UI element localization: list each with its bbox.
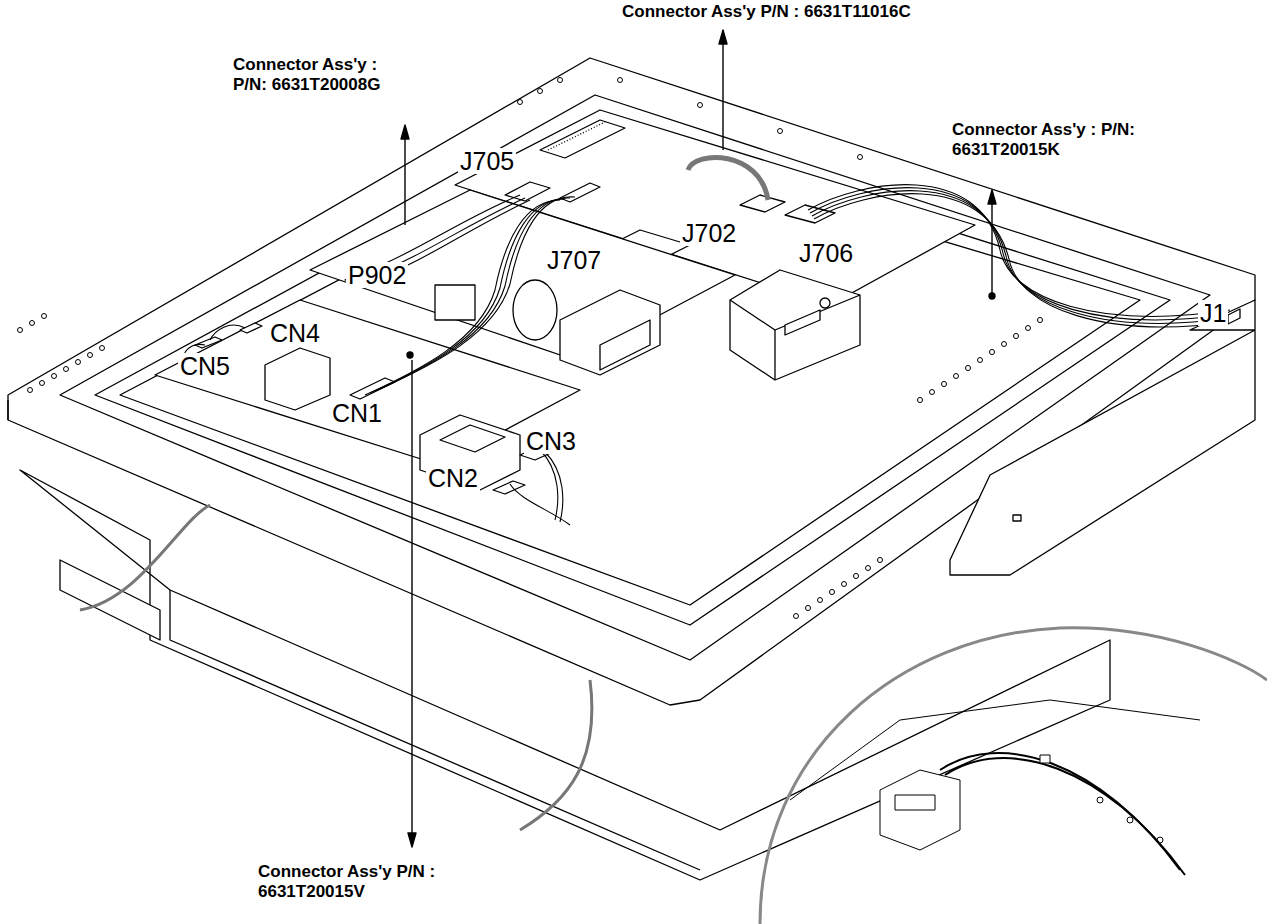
connector-label: CN2 bbox=[426, 465, 480, 491]
connector-label: J1 bbox=[1198, 300, 1228, 326]
connector-label: CN3 bbox=[524, 428, 578, 454]
connector-label: J707 bbox=[545, 247, 603, 273]
part-number-callout: Connector Ass'y : P/N: 6631T20015K bbox=[952, 120, 1138, 161]
connector-label: CN5 bbox=[178, 353, 232, 379]
connector-label: J705 bbox=[458, 148, 516, 174]
connector-label: J706 bbox=[797, 240, 855, 266]
part-number-callout: Connector Ass'y : P/N: 6631T20008G bbox=[233, 55, 405, 96]
connector-label: J702 bbox=[680, 220, 738, 246]
part-number-callout: Connector Ass'y P/N : 6631T20015V bbox=[258, 862, 443, 903]
connector-label: CN1 bbox=[330, 400, 384, 426]
part-number-callout: Connector Ass'y P/N : 6631T11016C bbox=[622, 2, 911, 22]
connector-label: P902 bbox=[346, 262, 408, 288]
connector-label: CN4 bbox=[268, 320, 322, 346]
